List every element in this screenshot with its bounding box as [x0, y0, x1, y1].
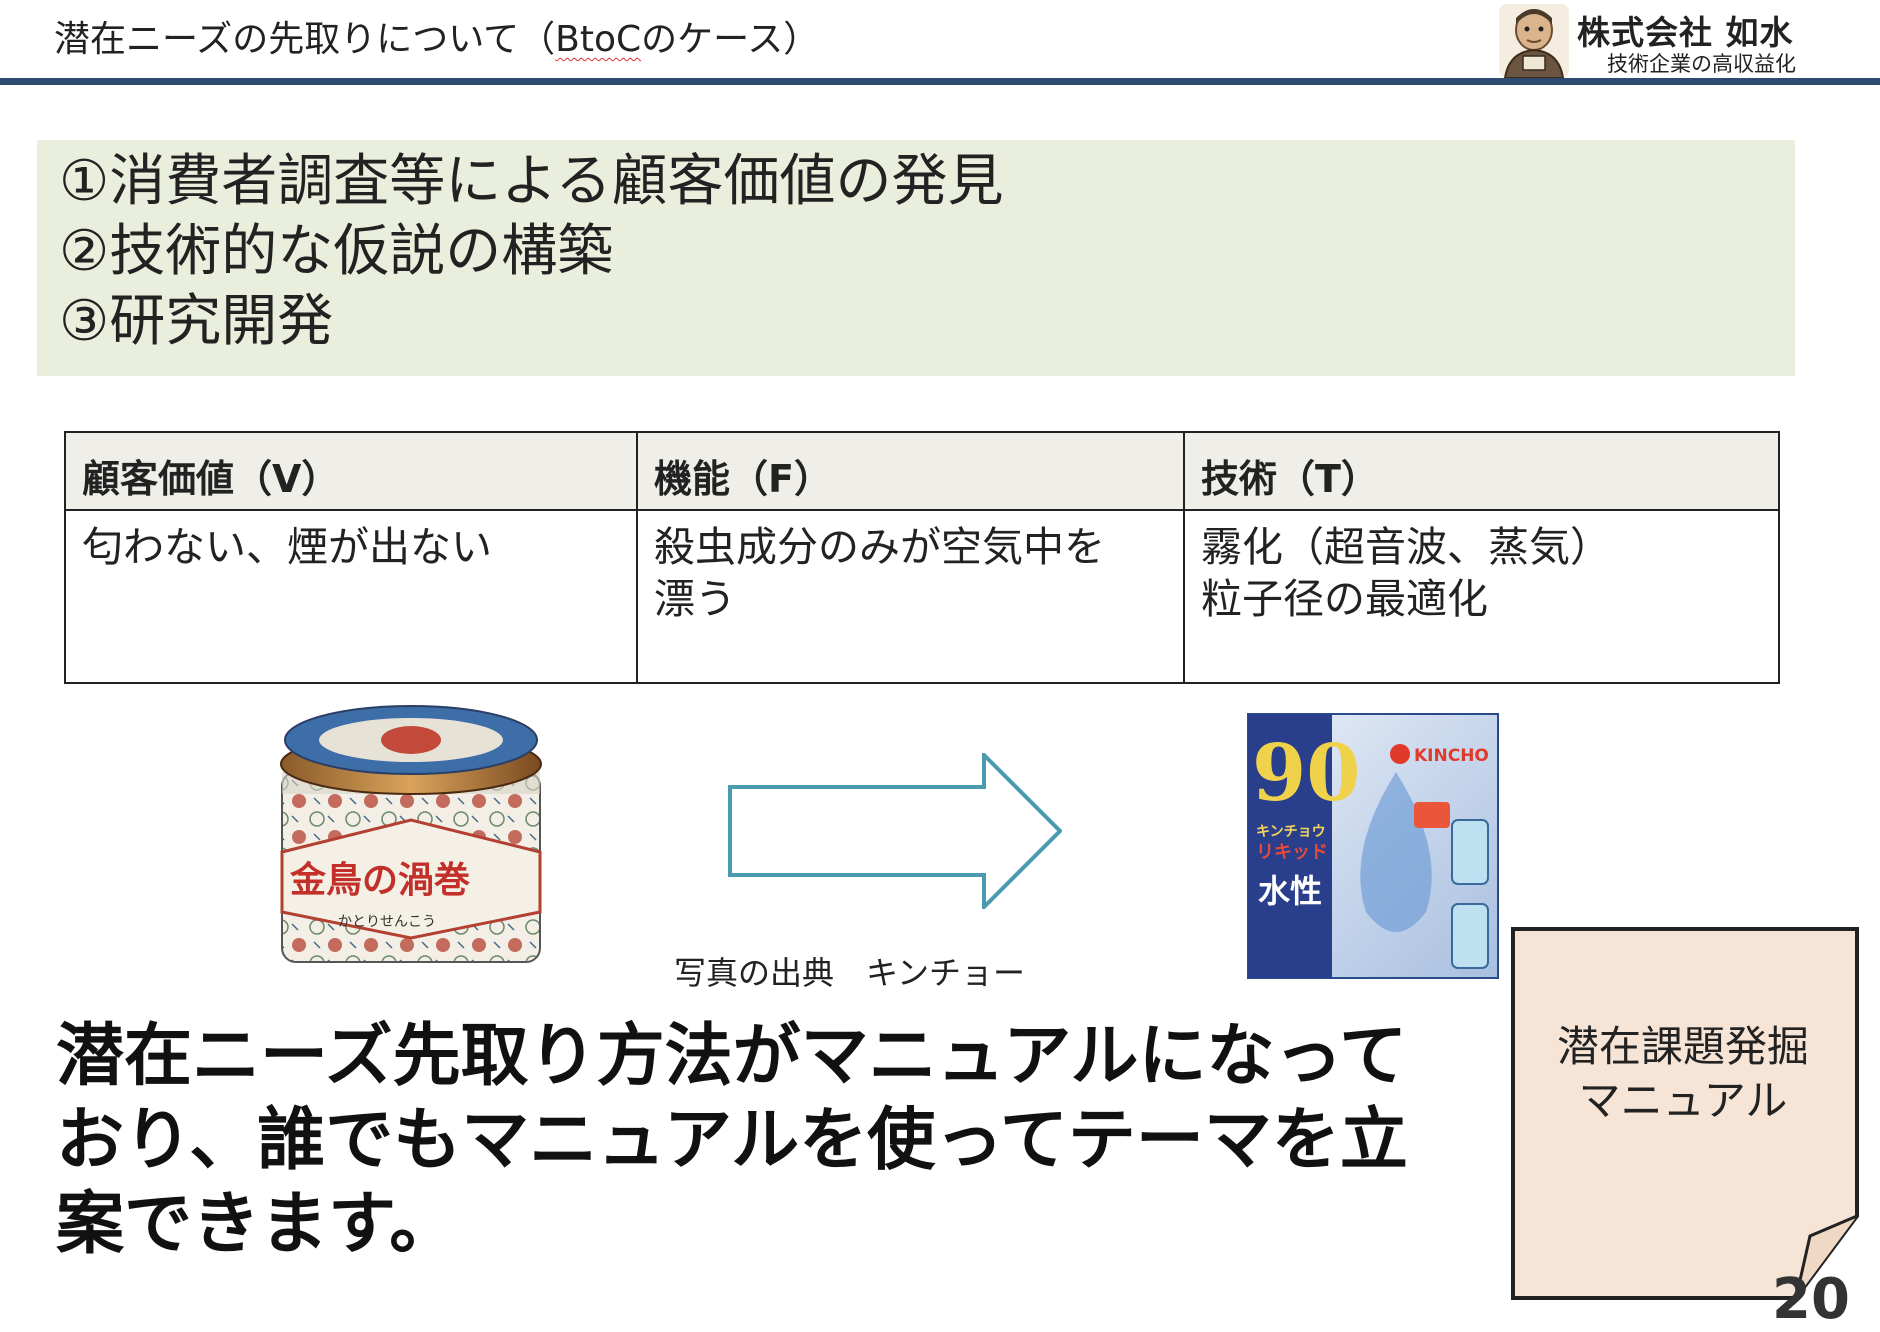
message-line: おり、誰でもマニュアルを使ってテーマを立 [56, 1101, 1408, 1180]
photo-credit: 写真の出典 キンチョー [674, 954, 1026, 992]
message-line: 案できます。 [56, 1185, 458, 1264]
vft-table: 顧客価値（V） 機能（F） 技術（T） 匂わない、煙が出ない 殺虫成分のみが空気… [64, 431, 1780, 684]
note-line: マニュアル [1578, 1076, 1788, 1125]
step-3: ③研究開発 [59, 289, 334, 354]
cell-line: 漂う [654, 575, 736, 623]
title-text-1: 潜在ニーズの先取りについて（ [54, 19, 556, 60]
coil-sub-text: かとりせんこう [338, 914, 436, 930]
cell-line: 殺虫成分のみが空気中を [654, 523, 1105, 571]
header-function: 機能（F） [636, 431, 1185, 511]
note-text: 潜在課題発掘 マニュアル [1515, 1020, 1851, 1128]
title-text-3: のケース） [641, 19, 820, 60]
header-customer-value: 顧客価値（V） [64, 431, 638, 511]
box-water-text: 水性 [1258, 872, 1322, 910]
company-tagline: 技術企業の高収益化 [1607, 52, 1796, 76]
company-name: 株式会社 如水 [1577, 13, 1794, 52]
box-name2-text: リキッド [1256, 842, 1328, 863]
manual-note [1511, 927, 1859, 1300]
cell-customer-value: 匂わない、煙が出ない [64, 509, 638, 684]
table-header-row: 顧客価値（V） 機能（F） 技術（T） [64, 431, 1780, 511]
portrait-icon [1499, 4, 1569, 79]
cell-line: 粒子径の最適化 [1201, 575, 1488, 623]
page-title: 潜在ニーズの先取りについて（BtoCのケース） [54, 10, 819, 62]
cell-line: 匂わない、煙が出ない [82, 523, 492, 571]
box-brand-text: KINCHO [1414, 746, 1489, 766]
cell-technology: 霧化（超音波、蒸気） 粒子径の最適化 [1183, 509, 1780, 684]
box-name1-text: キンチョウ [1256, 824, 1326, 840]
header-divider [0, 78, 1880, 85]
table-row: 匂わない、煙が出ない 殺虫成分のみが空気中を 漂う 霧化（超音波、蒸気） 粒子径… [64, 509, 1780, 684]
coil-brand-text: 金鳥の渦巻 [289, 859, 470, 901]
message-line: 潜在ニーズ先取り方法がマニュアルになって [56, 1017, 1408, 1096]
title-text-btoc: BtoC [555, 19, 642, 60]
step-1: ①消費者調査等による顧客価値の発見 [59, 149, 1004, 214]
header-technology: 技術（T） [1183, 431, 1780, 511]
right-arrow-icon [728, 753, 1062, 909]
cell-function: 殺虫成分のみが空気中を 漂う [636, 509, 1185, 684]
box-number-text: 90 [1252, 728, 1361, 819]
mosquito-coil-tin-image: 金鳥の渦巻 かとりせんこう [280, 705, 542, 963]
steps-box: ①消費者調査等による顧客価値の発見 ②技術的な仮説の構築 ③研究開発 [37, 140, 1795, 376]
step-2: ②技術的な仮説の構築 [59, 219, 614, 284]
page-number: 20 [1772, 1267, 1850, 1332]
liquid-repellent-box-image: 90 キンチョウ リキッド 水性 KINCHO [1247, 713, 1499, 979]
cell-line: 霧化（超音波、蒸気） [1201, 523, 1611, 571]
main-message: 潜在ニーズ先取り方法がマニュアルになって おり、誰でもマニュアルを使ってテーマを… [56, 1015, 1476, 1267]
company-logo: 株式会社 如水 技術企業の高収益化 [1495, 2, 1875, 80]
note-line: 潜在課題発掘 [1556, 1022, 1809, 1071]
